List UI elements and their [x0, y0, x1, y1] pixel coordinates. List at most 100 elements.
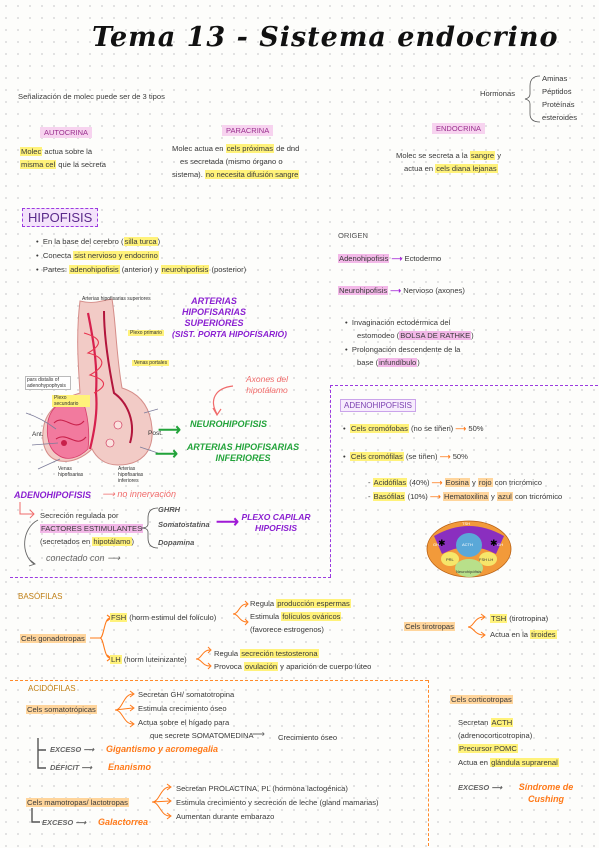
hormone-type: esteroides — [542, 113, 578, 122]
fsh-b: Estimula folículos ováricos — [250, 612, 342, 621]
mamo-2: Estimula crecimiento y secreción de lech… — [176, 798, 379, 807]
gigantismo: Gigantismo y acromegalia — [106, 744, 219, 754]
origen-bullet: base (infundíbulo) — [357, 358, 420, 367]
branch-arrow-icon — [151, 783, 172, 820]
autocrina-desc: misma cel que la secreta — [20, 160, 106, 169]
origen-bullet: • Prolongación descendente de la — [345, 345, 461, 354]
pituitary-diagram — [25, 298, 158, 470]
cushing: Síndrome de Cushing — [518, 782, 574, 804]
endocrina-desc: actua en cels diana lejanas — [404, 164, 498, 173]
origen-bullet: estomodeo (BOLSA DE RATHKE) — [357, 331, 474, 340]
lh-a: Regula secreción testosterona — [214, 649, 319, 658]
conectado-text: conectado con ⟶ — [46, 553, 120, 563]
ghrh: GHRH — [158, 505, 181, 514]
hormone-type: Aminas — [542, 74, 568, 83]
autocrina-desc: Molec actua sobre la — [20, 147, 93, 156]
paracrina-desc: es secretada (mismo órgano o — [180, 157, 283, 166]
neurohipofisis-label: NEUROHIPOFISIS — [190, 419, 268, 429]
adeno-cell-map: ✱ ✱ — [426, 520, 512, 578]
svg-text:✱: ✱ — [490, 539, 498, 549]
branch-arrow-icon — [232, 600, 249, 626]
galactorrea: Galactorrea — [98, 817, 149, 827]
cromofilas: • Cels cromófilas (se tiñen) ⟶ 50% — [343, 452, 468, 461]
porta-label: (SIST. PORTA HIPOFISARIO) — [172, 329, 287, 339]
brace-icon — [524, 75, 541, 123]
corticotropas-title: Cels corticotropas — [450, 695, 513, 704]
arterias-inf-label: ARTERIAS HIPOFISARIAS INFERIORES — [186, 442, 300, 463]
curve-arrow-icon — [24, 519, 39, 567]
curved-arrow-icon — [212, 385, 234, 417]
adenohipofisis-label: ADENOHIPOFISIS — [14, 490, 92, 500]
divider — [428, 680, 429, 846]
deficit-label: DÉFICIT ⟶ — [50, 763, 93, 772]
mamo-3: Aumentan durante embarazo — [176, 812, 275, 821]
divider — [330, 385, 598, 386]
diagram-label-art-inf: Arterias hipofisarias inferiores — [118, 466, 144, 484]
paracrina-desc: sistema). no necesita difusión sangre — [172, 170, 300, 179]
arrow-icon: ⟶ — [155, 446, 178, 463]
secrecion-text: Secreción regulada por — [40, 511, 119, 520]
endocrina-desc: Molec se secreta a la sangre y — [396, 151, 502, 160]
somato-4: que secrete SOMATOMEDINA — [150, 731, 254, 740]
arrow-icon: ⟶ — [216, 514, 239, 531]
hipofisis-title: HIPOFISIS — [22, 208, 99, 227]
hormone-type: Péptidos — [542, 87, 572, 96]
acidofilas-title: ACIDÓFILAS — [28, 684, 76, 693]
tsh: TSH (tirotropina) — [490, 614, 549, 623]
origen-title: ORIGEN — [338, 231, 368, 240]
map-label: GH — [433, 542, 439, 547]
lh-b: Provoca ovulación y aparición de cuerpo … — [214, 662, 372, 671]
branch-arrow-icon — [467, 613, 486, 639]
acidofilas-row: - Acidófilas (40%) ⟶ Eosina y rojo con t… — [368, 478, 542, 487]
page-title: Tema 13 - Sistema endocrino — [92, 22, 559, 53]
secretados-text: (secretados en hipotálamo) — [40, 537, 135, 546]
paracrina-desc: Molec actua en cels próximas de dnd — [172, 144, 300, 153]
hipofisis-bullet: • Partes: adenohipofisis (anterior) y ne… — [36, 265, 247, 274]
paracrina-label: PARACRINA — [222, 125, 274, 136]
hipofisis-bullet: • En la base del cerebro (silla turca) — [36, 237, 161, 246]
exceso-label: EXCESO ⟶ — [50, 745, 95, 754]
map-label: Neurohipófisis — [456, 569, 482, 574]
hipofisis-bullet: • Conecta sist nervioso y endocrino — [36, 251, 159, 260]
mamotropas: Cels mamotropas/ lactotropas — [26, 798, 129, 807]
map-label: FSH LH — [479, 557, 494, 562]
brace-icon — [140, 507, 159, 549]
branch-arrow-icon — [195, 646, 212, 670]
origen-adeno: Adenohipofisis ⟶ Ectodermo — [338, 254, 442, 263]
diagram-label-post: Post. — [148, 430, 163, 437]
arrow-icon: ⟶ — [158, 422, 181, 439]
tree-line-icon — [37, 738, 46, 769]
map-label: GH — [497, 542, 503, 547]
cromofobas: • Cels cromófobas (no se tiñen) ⟶ 50% — [343, 424, 484, 433]
cortico-1: Secretan ACTH — [458, 718, 514, 727]
diagram-label-venas-hipo: Venas hipofisarias — [58, 466, 84, 478]
lh: LH (horm luteinizante) — [110, 655, 187, 664]
tirotropas: Cels tirotropas — [404, 622, 455, 631]
factores-text: FACTORES ESTIMULANTES — [40, 524, 144, 533]
autocrina-label: AUTOCRINA — [40, 127, 93, 138]
cortico-2: (adrenocorticotropina) — [458, 731, 533, 740]
fsh: FSH (horm estimul del folículo) — [110, 613, 217, 622]
somato-2: Estimula crecimiento óseo — [138, 704, 227, 713]
divider — [10, 680, 428, 681]
divider — [10, 577, 331, 578]
arrow-icon: ⟶ — [252, 729, 265, 739]
endocrina-label: ENDOCRINA — [432, 123, 486, 134]
diagram-label-plexo-secundario: Plexo secundario — [52, 395, 90, 407]
somato-3: Actua sobre el hígado para — [138, 718, 230, 727]
tree-line-icon — [31, 808, 40, 823]
cortico-3: Precursor POMC — [458, 744, 518, 753]
map-label: TSH — [462, 521, 470, 526]
map-label: ACTH — [462, 542, 473, 547]
hook-arrow-icon — [19, 502, 35, 519]
hormone-type: Proteínas — [542, 100, 575, 109]
branch-arrow-icon — [114, 690, 135, 728]
mamo-exceso-label: EXCESO ⟶ — [42, 818, 87, 827]
dopamina: Dopamina — [158, 538, 195, 547]
map-label: PRL — [446, 557, 454, 562]
diagram-label-venas-portales: Venas portales — [132, 360, 170, 366]
mamo-1: Secretan PROLACTINA, PL (hormona lactogé… — [176, 784, 348, 793]
adeno-box-title: ADENOHIPOFISIS — [340, 399, 417, 412]
diagram-label-plexo-primario: Plexo primario — [128, 330, 164, 336]
hormonas-label: Hormonas — [480, 89, 516, 98]
